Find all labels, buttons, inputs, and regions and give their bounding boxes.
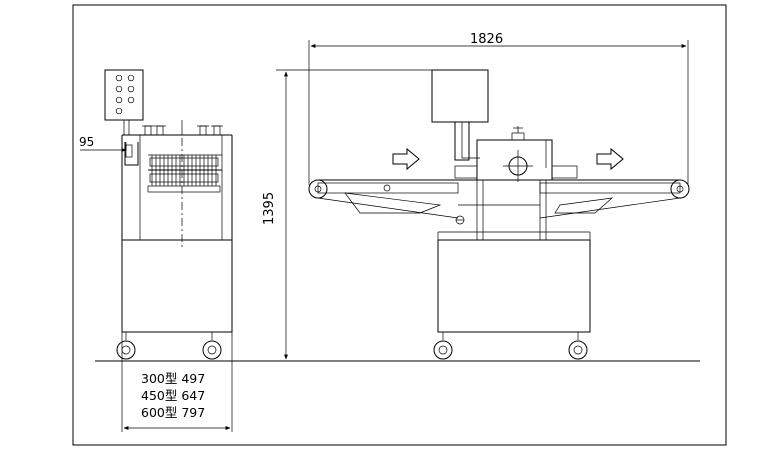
outfeed-arrow: [596, 147, 624, 171]
conveyor: [308, 179, 690, 225]
height-dimension-label: 1395: [262, 192, 277, 225]
top-fittings: [142, 120, 223, 136]
front-casters: [433, 332, 588, 360]
front-view: 1826 1395: [262, 32, 690, 360]
offset-dimension-label: 95: [79, 135, 94, 149]
side-cabinet: [121, 239, 233, 333]
length-dimension-label: 1826: [470, 32, 503, 47]
control-box-buttons: [115, 74, 135, 115]
width-row-600: 600型 797: [141, 405, 205, 420]
side-casters: [116, 332, 222, 360]
drawing-frame: [72, 4, 727, 446]
motor: [431, 69, 489, 123]
width-row-300: 300型 497: [141, 371, 205, 386]
control-box: [104, 69, 144, 121]
side-view: 95 300型 497 450型 647 600型 797: [79, 69, 233, 432]
blade-assembly: [147, 154, 222, 193]
width-row-450: 450型 647: [141, 388, 205, 403]
infeed-arrow: [392, 147, 420, 171]
front-cabinet: [437, 239, 591, 333]
width-table: 300型 497 450型 647 600型 797: [141, 371, 205, 420]
